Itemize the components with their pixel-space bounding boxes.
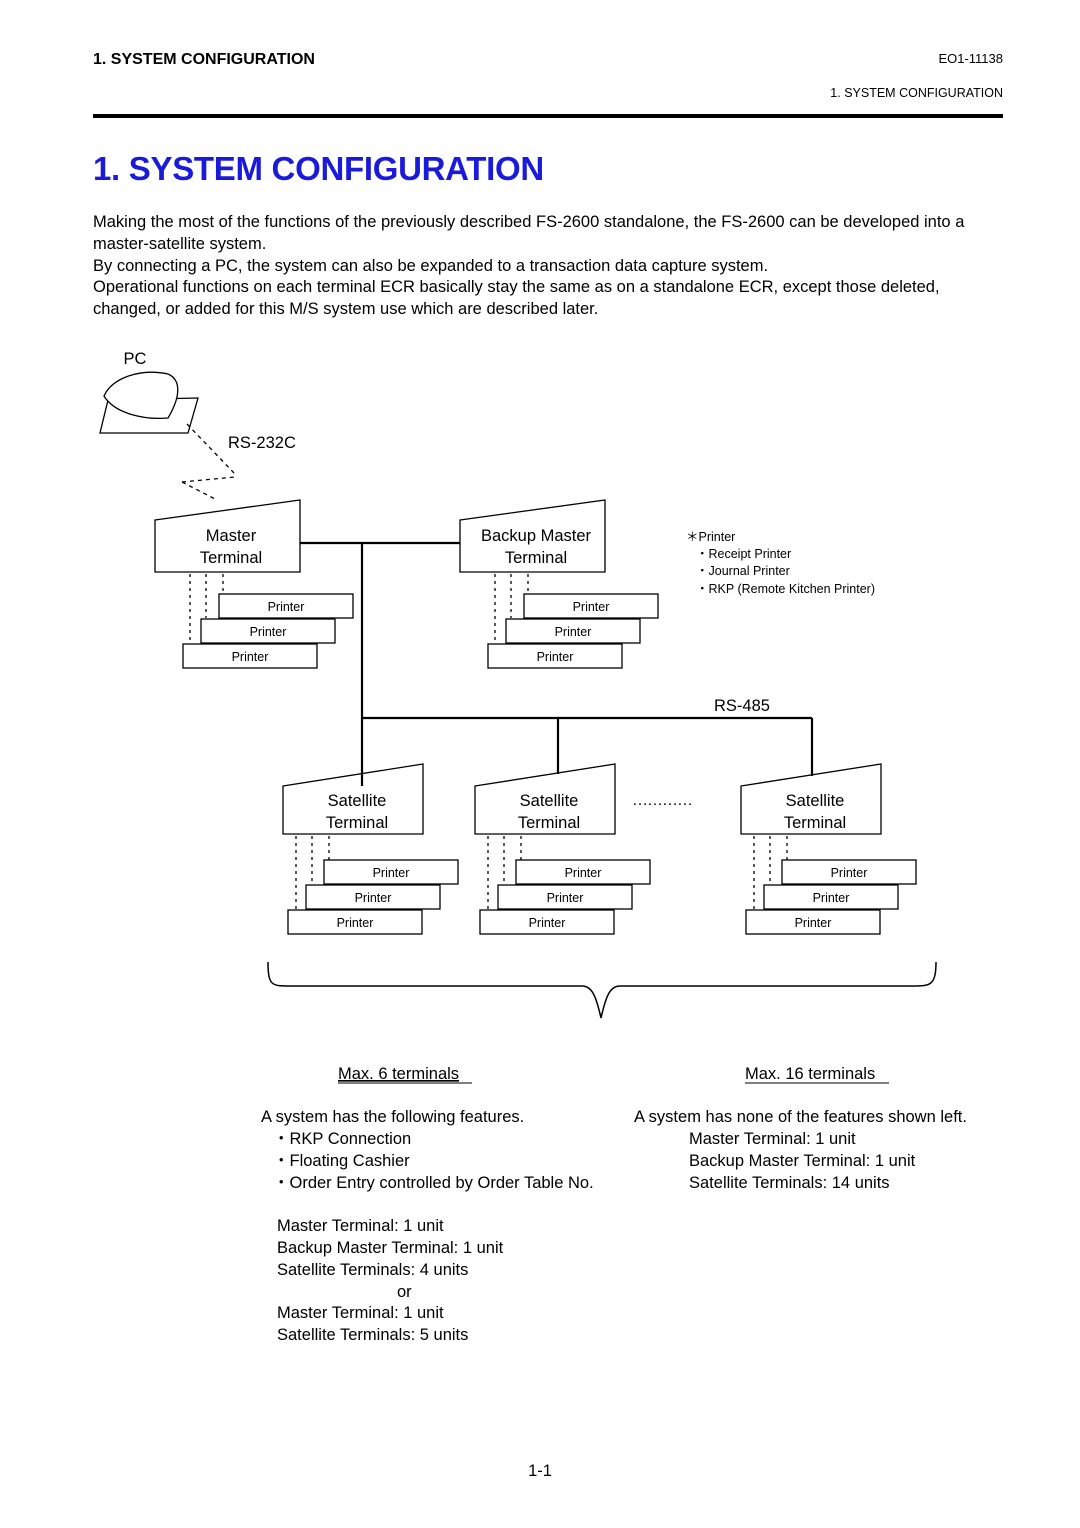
printer-label: Printer xyxy=(268,600,305,614)
running-head: 1. SYSTEM CONFIGURATION xyxy=(830,86,1003,100)
satellite-terminal xyxy=(474,763,616,835)
left-column-heading: Max. 6 terminals xyxy=(338,1065,459,1083)
satellite-label: Satellite xyxy=(328,792,387,810)
printer-label: Printer xyxy=(355,891,392,905)
rs232c-label: RS-232C xyxy=(228,434,296,452)
network-lines xyxy=(300,541,814,786)
printer-box xyxy=(487,643,623,669)
section-header: 1. SYSTEM CONFIGURATION xyxy=(93,51,315,68)
backup-master-terminal xyxy=(459,499,606,573)
printer-label: Printer xyxy=(573,600,610,614)
printer-label: Printer xyxy=(537,650,574,664)
printer-box xyxy=(781,859,917,885)
printer-label: Printer xyxy=(529,916,566,930)
printer-label: Printer xyxy=(831,866,868,880)
left-features-intro: A system has the following features. xyxy=(261,1108,524,1126)
backup-master-label: Terminal xyxy=(505,549,567,567)
ellipsis-dots: ………… xyxy=(632,792,692,809)
config-line: Satellite Terminals: 14 units xyxy=(689,1174,890,1192)
intro-paragraph: Making the most of the functions of the … xyxy=(93,213,965,253)
printer-label: Printer xyxy=(555,625,592,639)
master-label: Terminal xyxy=(200,549,262,567)
printer-box xyxy=(479,909,615,935)
config-line: Master Terminal: 1 unit xyxy=(277,1217,444,1235)
satellite-label: Satellite xyxy=(520,792,579,810)
printer-box xyxy=(323,859,459,885)
config-line: Satellite Terminals: 5 units xyxy=(277,1326,468,1344)
printer-box xyxy=(763,884,899,910)
printer-label: Printer xyxy=(232,650,269,664)
printer-note-item: ・Receipt Printer xyxy=(696,547,791,561)
printer-box xyxy=(200,618,336,644)
header-rule xyxy=(93,114,1003,118)
printer-label: Printer xyxy=(547,891,584,905)
or-label: or xyxy=(397,1283,412,1301)
right-features-intro: A system has none of the features shown … xyxy=(634,1108,967,1126)
printer-box xyxy=(745,909,881,935)
page-number: 1-1 xyxy=(528,1462,552,1480)
satellite-label: Terminal xyxy=(784,814,846,832)
printer-label: Printer xyxy=(813,891,850,905)
printer-note-item: ・Journal Printer xyxy=(696,564,790,578)
config-line: Master Terminal: 1 unit xyxy=(277,1304,444,1322)
intro-paragraph: Operational functions on each terminal E… xyxy=(93,278,940,319)
rs232c-link xyxy=(181,423,236,501)
printer-label: Printer xyxy=(373,866,410,880)
satellite-terminal xyxy=(740,763,882,835)
satellite-label: Terminal xyxy=(326,814,388,832)
feature-item: ・RKP Connection xyxy=(273,1130,411,1148)
printer-label: Printer xyxy=(795,916,832,930)
feature-item: ・Floating Cashier xyxy=(273,1152,410,1170)
master-label: Master xyxy=(206,527,257,545)
printer-label: Printer xyxy=(250,625,287,639)
config-line: Master Terminal: 1 unit xyxy=(689,1130,856,1148)
satellite-label: Terminal xyxy=(518,814,580,832)
printer-note-title: ＊Printer xyxy=(686,530,735,544)
printer-note-item: ・RKP (Remote Kitchen Printer) xyxy=(696,582,875,596)
config-line: Backup Master Terminal: 1 unit xyxy=(689,1152,916,1170)
intro-text: Making the most of the functions of the … xyxy=(93,212,1008,321)
document-code: EO1-11138 xyxy=(938,51,1003,66)
printer-box xyxy=(505,618,641,644)
feature-item: ・Order Entry controlled by Order Table N… xyxy=(273,1174,594,1192)
printer-box xyxy=(287,909,423,935)
config-line: Satellite Terminals: 4 units xyxy=(277,1261,468,1279)
config-line: Backup Master Terminal: 1 unit xyxy=(277,1239,504,1257)
printer-box xyxy=(497,884,633,910)
pc-mouse-icon xyxy=(103,371,179,420)
backup-master-label: Backup Master xyxy=(481,527,592,545)
right-column-heading: Max. 16 terminals xyxy=(745,1065,875,1083)
printer-label: Printer xyxy=(337,916,374,930)
pc-label: PC xyxy=(124,350,147,368)
page-title: 1. SYSTEM CONFIGURATION xyxy=(93,150,544,187)
master-terminal xyxy=(154,499,301,573)
satellite-terminal xyxy=(282,763,424,835)
printer-box xyxy=(523,593,659,619)
printer-box xyxy=(218,593,354,619)
printer-box xyxy=(182,643,318,669)
brace xyxy=(267,961,937,1019)
satellite-label: Satellite xyxy=(786,792,845,810)
intro-paragraph: By connecting a PC, the system can also … xyxy=(93,256,769,275)
printer-connectors xyxy=(189,574,788,910)
printer-box xyxy=(515,859,651,885)
printer-label: Printer xyxy=(565,866,602,880)
printer-box xyxy=(305,884,441,910)
rs485-label: RS-485 xyxy=(714,697,770,715)
